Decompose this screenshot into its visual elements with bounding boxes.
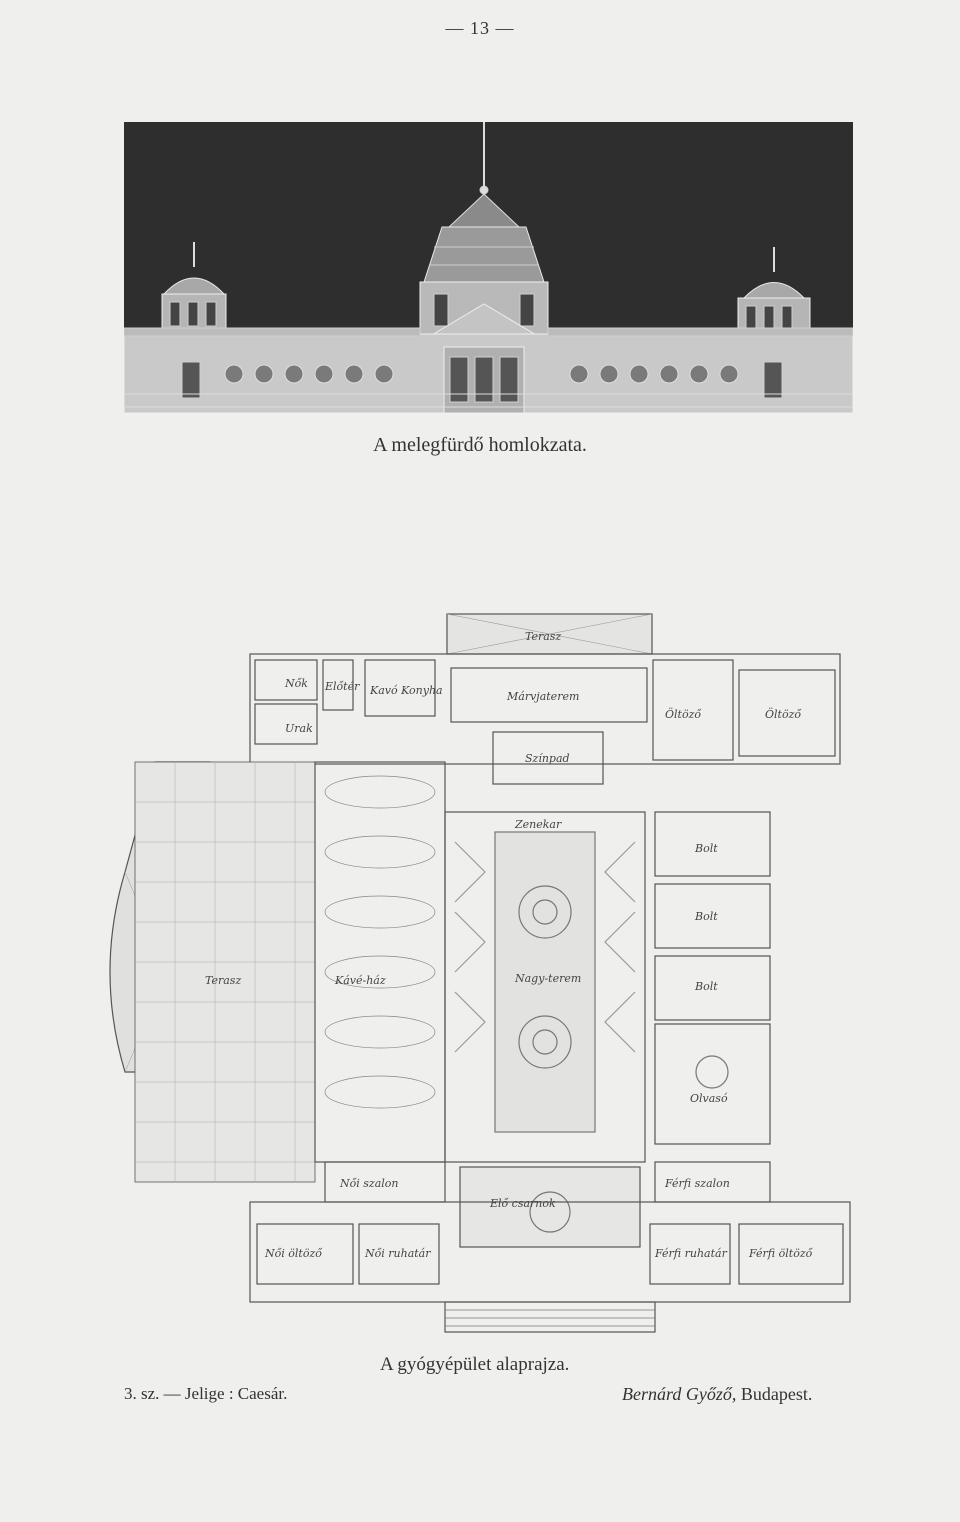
room-label-cashier-clock: Kavó Konyha (369, 684, 443, 697)
room-label-entrance-hall: Elő csarnok (489, 1197, 556, 1210)
room-label-billiard-room: Márvjaterem (506, 690, 579, 703)
room-label-lobby: Előtér (324, 680, 360, 693)
room-label-great-hall: Nagy-terem (514, 972, 581, 985)
room-label-gents-salon: Férfi szalon (664, 1177, 730, 1190)
room-label-shop-2: Bolt (694, 910, 718, 923)
room-label-dressing-right: Öltöző (765, 707, 802, 721)
floor-plan-drawing: Terasz Nők Urak Előtér Kavó Konyha Márvj… (95, 612, 855, 1340)
architect-credit: Bernárd Győző, Budapest. (622, 1384, 812, 1405)
room-label-ladies-cloak: Női ruhatár (364, 1247, 431, 1260)
room-label-ladies-dressing: Női öltöző (264, 1247, 323, 1260)
room-label-terrace-top: Terasz (525, 630, 561, 643)
facade-elevation-drawing (124, 122, 853, 413)
room-label-coffee-house: Kávé-ház (334, 974, 386, 987)
architect-city: Budapest. (736, 1384, 813, 1404)
plan-caption: A gyógyépület alaprajza. (380, 1354, 570, 1375)
entry-motto: 3. sz. — Jelige : Caesár. (124, 1384, 288, 1403)
room-label-wc-women: Nők (284, 677, 308, 690)
room-label-shop-3: Bolt (694, 980, 718, 993)
room-label-shop-1: Bolt (694, 842, 718, 855)
room-label-wc-men: Urak (285, 722, 313, 735)
room-label-musicians: Zenekar (514, 818, 562, 831)
room-label-terrace-left: Terasz (205, 974, 241, 987)
architect-name: Bernárd Győző, (622, 1384, 737, 1404)
room-label-gents-cloak: Férfi ruhatár (654, 1247, 728, 1260)
room-label-dressing-left: Öltöző (665, 707, 702, 721)
facade-caption: A melegfürdő homlokzata. (373, 434, 587, 456)
page-number: — 13 — (445, 18, 515, 38)
room-label-reading-room: Olvasó (690, 1092, 728, 1105)
room-label-ladies-salon: Női szalon (339, 1177, 399, 1190)
room-label-stage: Színpad (525, 752, 570, 765)
room-label-gents-dressing: Férfi öltöző (748, 1247, 814, 1260)
